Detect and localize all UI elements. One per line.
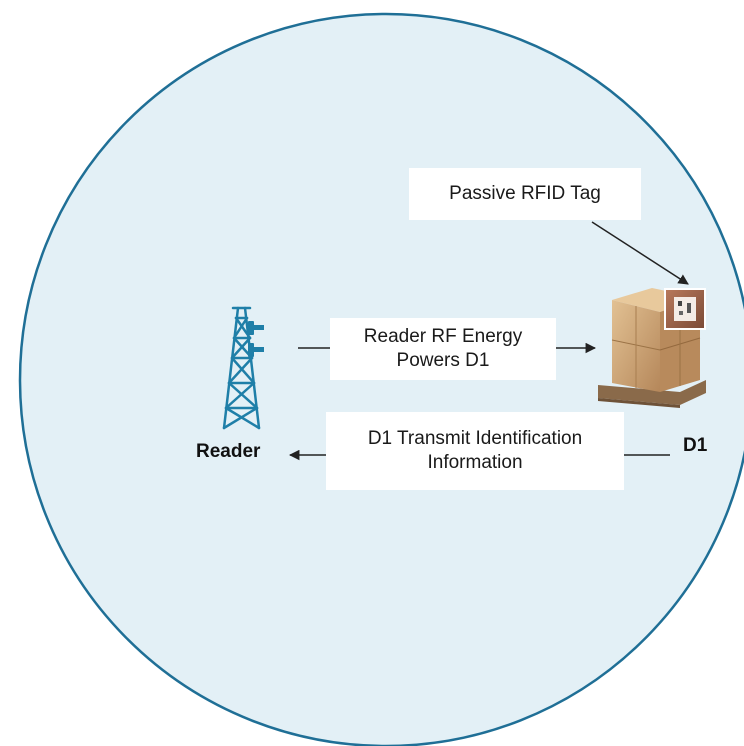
identification-transmit-label: D1 Transmit Identification Information — [326, 412, 624, 490]
antenna-panels — [248, 321, 264, 357]
passive-rfid-tag-label: Passive RFID Tag — [409, 168, 641, 220]
energy-label-line-1: Reader RF Energy — [363, 326, 523, 347]
tag-pointer-arrow — [591, 221, 689, 285]
ident-label-line-1: D1 Transmit Identification — [367, 428, 583, 449]
rfid-tag-icon — [664, 288, 706, 330]
energy-transfer-label: Reader RF Energy Powers D1 — [330, 318, 556, 380]
device-d1-label: D1 — [683, 435, 708, 456]
ident-label-line-2: Information — [427, 452, 523, 473]
reader-label: Reader — [196, 441, 261, 462]
energy-label-line-2: Powers D1 — [396, 350, 490, 371]
cell-tower-icon — [222, 306, 261, 430]
passive-rfid-tag-text: Passive RFID Tag — [449, 183, 601, 204]
